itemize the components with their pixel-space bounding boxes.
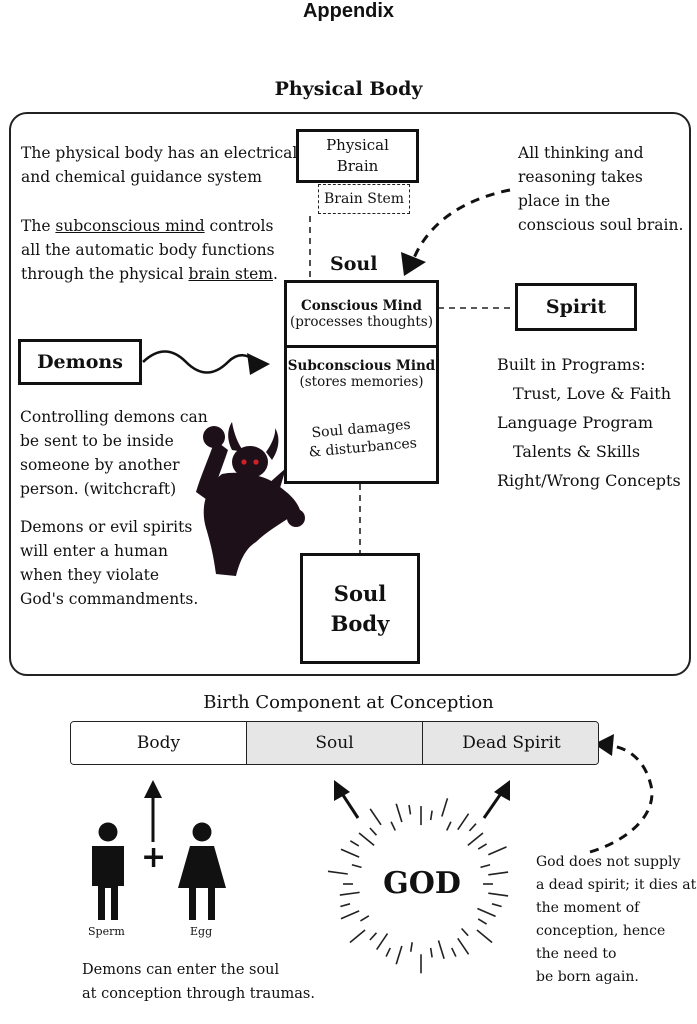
burst-ray <box>477 918 488 925</box>
burst-ray <box>451 947 457 957</box>
burst-ray <box>340 910 360 920</box>
burst-ray <box>390 821 396 831</box>
list-item: Talents & Skills <box>513 442 641 461</box>
burst-ray <box>349 840 360 847</box>
burst-ray <box>468 823 477 832</box>
list-item: Trust, Love & Faith <box>513 384 672 403</box>
wavy-arrow-icon <box>142 350 270 375</box>
burst-ray <box>467 832 484 847</box>
segment-dead-spirit: Dead Spirit <box>423 722 598 764</box>
demons-note-commandments: Demons or evil spirits will enter a huma… <box>20 518 199 608</box>
burst-ray <box>476 929 493 944</box>
burst-ray <box>385 947 391 957</box>
god-label: GOD <box>383 866 461 901</box>
burst-ray <box>488 892 509 897</box>
burst-ray <box>457 937 470 955</box>
burst-ray <box>429 947 433 958</box>
burst-ray <box>429 810 433 821</box>
thinking-note: All thinking and reasoning takes place i… <box>518 144 684 234</box>
segment-soul: Soul <box>247 722 423 764</box>
soul-body-box: Soul Body <box>300 553 420 664</box>
burst-ray <box>351 863 362 869</box>
programs-list: Built in Programs: Trust, Love & Faith L… <box>497 350 681 495</box>
demon-eye-right <box>253 459 259 465</box>
burst-ray <box>477 843 488 850</box>
curved-dashed-arrow-to-spirit-icon <box>589 734 654 854</box>
dead-spirit-note: God does not supply a dead spirit; it di… <box>536 854 697 985</box>
birth-components-bar: Body Soul Dead Spirit <box>70 721 599 765</box>
burst-ray <box>340 848 360 858</box>
burst-ray <box>395 803 403 823</box>
burst-ray <box>487 846 507 856</box>
demons-note-witchcraft: Controlling demons can be sent to be ins… <box>20 408 208 498</box>
physical-brain-box: Physical Brain <box>296 129 419 183</box>
burst-ray <box>441 798 449 817</box>
burst-ray <box>340 903 351 908</box>
segment-body: Body <box>71 722 247 764</box>
burst-ray <box>369 808 382 826</box>
sperm-label: Sperm <box>88 925 125 938</box>
burst-ray <box>349 929 366 944</box>
arrow-to-spirit-icon <box>482 780 510 819</box>
soul-box: Conscious Mind (processes thoughts) Subc… <box>284 280 439 484</box>
burst-ray <box>488 871 509 876</box>
page-heading: Appendix <box>302 0 395 22</box>
up-arrow-icon <box>144 780 162 842</box>
burst-ray <box>477 907 496 918</box>
burst-ray <box>395 945 403 965</box>
soul-label: Soul <box>330 253 378 275</box>
plus-sign: + <box>141 840 167 875</box>
burst-ray <box>408 804 412 815</box>
demon-figure-icon <box>196 422 305 576</box>
burst-ray <box>358 832 375 847</box>
burst-ray <box>461 927 469 937</box>
programs-heading: Built in Programs: <box>497 355 646 374</box>
demons-box: Demons <box>18 339 142 385</box>
burst-ray <box>480 863 491 869</box>
spirit-box: Spirit <box>515 283 637 331</box>
burst-ray <box>446 821 452 831</box>
list-item: Right/Wrong Concepts <box>497 471 681 490</box>
arrow-to-soul-icon <box>334 780 360 819</box>
burst-ray <box>327 870 348 875</box>
burst-ray <box>491 903 502 908</box>
burst-ray <box>360 915 370 922</box>
egg-label: Egg <box>190 925 213 938</box>
physical-body-panel <box>9 112 691 676</box>
burst-ray <box>369 932 378 941</box>
list-item: Language Program <box>497 413 653 432</box>
physical-body-title: Physical Body <box>274 78 423 100</box>
burst-ray <box>457 813 470 831</box>
burst-ray <box>437 940 445 959</box>
birth-title: Birth Component at Conception <box>203 692 494 713</box>
man-icon <box>92 822 124 920</box>
curved-dashed-arrow-icon <box>401 188 511 276</box>
conscious-mind-section: Conscious Mind (processes thoughts) <box>287 283 436 348</box>
guidance-text: The physical body has an electrical and … <box>21 144 298 186</box>
demon-eye-left <box>241 459 247 465</box>
burst-ray <box>369 827 378 836</box>
demons-conception-note: Demons can enter the soul at conception … <box>82 962 315 1002</box>
burst-ray <box>339 891 360 896</box>
brain-stem-box: Brain Stem <box>318 184 410 214</box>
woman-icon <box>178 822 226 920</box>
burst-ray <box>409 942 413 952</box>
subconscious-control-text: The subconscious mind controls all the a… <box>21 217 278 283</box>
subconscious-mind-section: Subconscious Mind (stores memories) <box>287 358 436 390</box>
burst-icon <box>327 798 509 974</box>
burst-ray <box>376 933 389 950</box>
